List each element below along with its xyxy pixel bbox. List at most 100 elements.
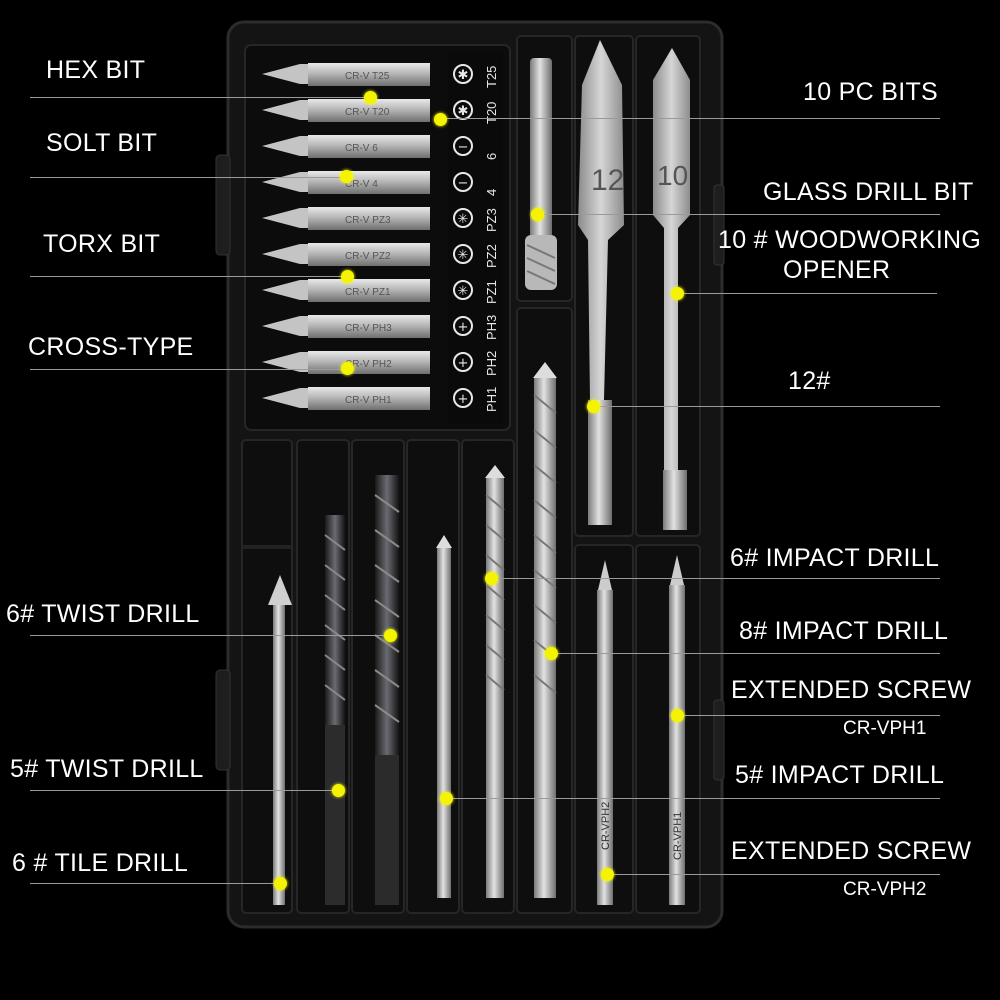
bit-pz3: CR-V PZ3 [262, 207, 430, 230]
label-cross-type: CROSS-TYPE [28, 333, 194, 361]
label-glass-drill-bit: GLASS DRILL BIT [763, 178, 974, 206]
bit-shank-text: CR-V T20 [345, 107, 390, 118]
label-twist-drill-5: 5# TWIST DRILL [10, 755, 204, 783]
label-impact-drill-8: 8# IMPACT DRILL [739, 617, 949, 645]
leader-line-impact-6 [491, 578, 940, 579]
bit-ph3: CR-V PH3 [262, 315, 430, 338]
label-impact-drill-6: 6# IMPACT DRILL [730, 544, 940, 572]
leader-line-solt-bit [30, 177, 348, 178]
extended-screw-ph2: CR-VPH2 [597, 560, 613, 905]
leader-line-torx-bit [30, 276, 348, 277]
marker-impact-8 [544, 646, 558, 660]
impact-drill-8 [533, 362, 557, 898]
bit-code-t25: ✱T25 [453, 64, 499, 88]
impact-drill-6 [485, 465, 505, 898]
leader-line-impact-5 [446, 798, 940, 799]
bit-t25: CR-V T25 [262, 63, 430, 86]
bit-code-icon: + [458, 320, 469, 335]
bit-code-pz2: ✳PZ2 [453, 244, 499, 268]
bit-code-strip [448, 52, 503, 424]
bit-code-label: PZ3 [484, 208, 499, 232]
marker-impact-5 [439, 791, 453, 805]
leader-line-10pc-bits [440, 118, 940, 119]
tray-side-clip-top [215, 154, 231, 256]
leader-line-screw-1 [677, 715, 940, 716]
bit-ph2: CR-V PH2 [262, 351, 430, 374]
label-size-12: 12# [788, 367, 831, 395]
marker-torx-bit [340, 269, 354, 283]
bit-code-label: T20 [484, 102, 499, 124]
leader-line-glass-drill [537, 214, 940, 215]
bit-code-icon: − [458, 140, 469, 155]
drill-slot-a-divider [242, 545, 292, 549]
glass-drill-bit [525, 58, 557, 290]
bit-code-label: PH3 [484, 315, 499, 340]
bit-shank-text: CR-V PZ1 [345, 287, 391, 298]
bit-code-label: PZ2 [484, 244, 499, 268]
marker-twist-drill-5 [331, 783, 345, 797]
bit-code-pz3: ✳PZ3 [453, 208, 499, 232]
leader-line-12 [593, 406, 940, 407]
bit-code-icon: ✳ [458, 284, 469, 299]
spade-bit-10: 10 [653, 48, 690, 530]
bit-code-label: 6 [484, 153, 499, 160]
tray-side-clip-bottom [215, 669, 231, 771]
bit-code-icon: − [458, 176, 469, 191]
bit-pz2: CR-V PZ2 [262, 243, 430, 266]
bit-shank-text: CR-V T25 [345, 71, 390, 82]
marker-screw-1 [670, 708, 684, 722]
bit-code-icons: ✱T25✱T20−6−4✳PZ3✳PZ2✳PZ1+PH3+PH2+PH1 [453, 64, 499, 412]
label-solt-bit: SOLT BIT [46, 129, 158, 157]
label-tile-drill-6: 6 # TILE DRILL [12, 849, 189, 877]
leader-line-twist-drill-5 [30, 790, 338, 791]
leader-line-tile-drill-6 [30, 883, 280, 884]
bit-code-icon: + [458, 356, 469, 371]
screw-ph1-text: CR-VPH1 [672, 812, 684, 860]
marker-twist-drill-6 [383, 628, 397, 642]
marker-12 [586, 399, 600, 413]
label-extended-screw-1: EXTENDED SCREW [731, 676, 972, 704]
twist-drill-6 [374, 475, 400, 905]
leader-line-hex-bit [30, 97, 370, 98]
label-hex-bit: HEX BIT [46, 56, 146, 84]
bit-pz1: CR-V PZ1 [262, 279, 430, 302]
bit-shank-text: CR-V 4 [345, 179, 378, 190]
bit-code-label: 4 [484, 189, 499, 196]
screw-slot-2 [635, 544, 701, 914]
marker-cross-type [340, 361, 354, 375]
screw-ph2-text: CR-VPH2 [600, 802, 612, 850]
bit-shank-text: CR-V PH2 [345, 359, 392, 370]
bit-code-label: PZ1 [484, 280, 499, 304]
bit-code-label: T25 [484, 66, 499, 88]
bit-code-4: −4 [453, 172, 499, 196]
label-extended-screw-1-code: CR-VPH1 [843, 718, 927, 739]
impact-drill-5 [436, 535, 452, 898]
spade-size-10-text: 10 [657, 160, 688, 191]
marker-glass-drill [530, 207, 544, 221]
extended-screw-ph1: CR-VPH1 [669, 555, 685, 905]
tile-drill-6 [268, 575, 292, 905]
label-twist-drill-6: 6# TWIST DRILL [6, 600, 200, 628]
label-woodworking-opener-1: 10 # WOODWORKING [718, 226, 982, 254]
bit-code-ph1: +PH1 [453, 387, 499, 412]
label-extended-screw-2-code: CR-VPH2 [843, 879, 927, 900]
tray-side-clip-right-bottom [713, 699, 725, 781]
label-extended-screw-2: EXTENDED SCREW [731, 837, 972, 865]
bit-shank-text: CR-V PZ2 [345, 251, 391, 262]
tray-side-clip-right-top [713, 184, 725, 266]
marker-woodworking [670, 286, 684, 300]
marker-impact-6 [484, 571, 498, 585]
drill-slot-d [406, 439, 460, 914]
bit-code-label: PH2 [484, 351, 499, 376]
leader-line-twist-drill-6 [30, 635, 390, 636]
bit-shank-text: CR-V PZ3 [345, 215, 391, 226]
marker-tile-drill-6 [273, 876, 287, 890]
label-woodworking-opener-2: OPENER [783, 256, 891, 284]
leader-line-screw-2 [607, 874, 940, 875]
marker-solt-bit [339, 169, 353, 183]
leader-line-cross-type [30, 369, 348, 370]
marker-screw-2 [600, 867, 614, 881]
